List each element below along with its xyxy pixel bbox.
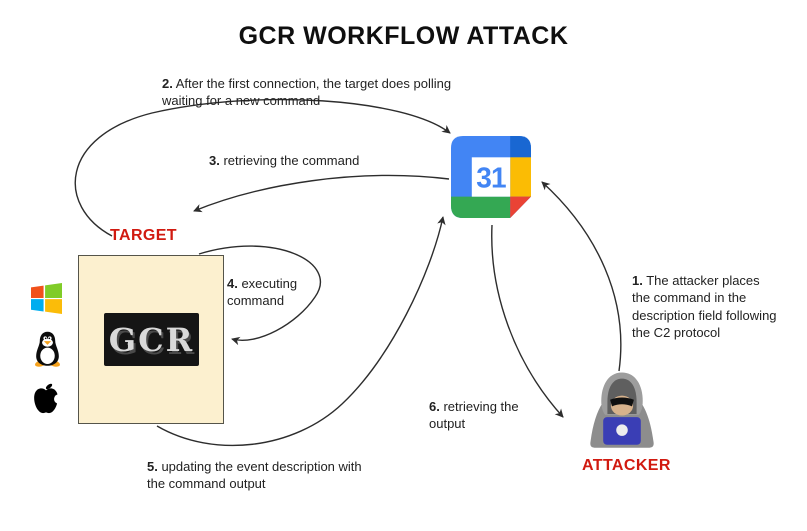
step-2-annotation: 2. After the first connection, the targe…: [162, 75, 484, 110]
windows-pane-blue: [31, 299, 44, 312]
windows-icon: [31, 283, 62, 314]
step-2-text: After the first connection, the target d…: [162, 76, 452, 109]
target-machine-box: GCR: [78, 255, 224, 424]
apple-body: [34, 388, 58, 414]
step-6-annotation: 6. retrieving the output: [429, 398, 541, 433]
tux-right-pupil: [48, 337, 51, 340]
calendar-bottom-bar: [451, 196, 511, 218]
step-2-number: 2.: [162, 76, 173, 91]
arrow-step2-target-polls-calendar: [74, 98, 451, 237]
step-3-annotation: 3. retrieving the command: [209, 152, 441, 169]
laptop-logo-circle: [616, 424, 628, 436]
step-1-annotation: 1. The attacker places the command in th…: [632, 272, 780, 342]
arrow-step1-attacker-to-calendar: [541, 181, 622, 372]
target-label: TARGET: [110, 227, 177, 244]
step-4-annotation: 4. executing command: [227, 275, 311, 310]
tux-beak: [43, 341, 52, 345]
arrow-step5-update-description: [156, 216, 446, 447]
calendar-right-bar: [510, 157, 531, 197]
tux-left-pupil: [44, 337, 47, 340]
step-1-number: 1.: [632, 273, 643, 288]
page-title: GCR WORKFLOW ATTACK: [238, 22, 569, 50]
arrow-step4-execute-loop: [198, 245, 322, 346]
step-5-text: updating the event description with the …: [147, 459, 362, 492]
calendar-day-number: 31: [476, 162, 506, 194]
windows-pane-red: [31, 285, 44, 298]
step-4-number: 4.: [227, 276, 238, 291]
calendar-top-right-corner: [510, 136, 531, 158]
step-5-number: 5.: [147, 459, 158, 474]
gcr-terminal-logo: GCR: [104, 313, 199, 366]
tux-belly: [40, 347, 55, 364]
step-3-text: retrieving the command: [219, 153, 360, 168]
apple-leaf: [45, 383, 53, 390]
apple-bite: [54, 394, 59, 404]
apple-icon: [34, 383, 59, 414]
calendar-page: [471, 157, 511, 197]
arrow-step3-retrieve-command: [193, 174, 450, 213]
step-3-number: 3.: [209, 153, 220, 168]
step-1-text: The attacker places the command in the d…: [632, 273, 777, 341]
step-5-annotation: 5. updating the event description with t…: [147, 458, 365, 493]
attacker-label: ATTACKER: [582, 457, 671, 474]
attacker-sunglasses: [610, 397, 634, 407]
calendar-fold-corner: [510, 196, 531, 218]
attacker-icon: [590, 372, 654, 448]
linux-tux-icon: [34, 331, 61, 367]
step-4-text: executing command: [227, 276, 298, 309]
google-calendar-icon: 31: [451, 136, 531, 218]
arrow-step6-retrieve-output: [491, 224, 564, 418]
step-6-text: retrieving the output: [429, 399, 519, 432]
windows-pane-yellow: [45, 299, 62, 314]
windows-pane-green: [45, 283, 62, 298]
step-6-number: 6.: [429, 399, 440, 414]
